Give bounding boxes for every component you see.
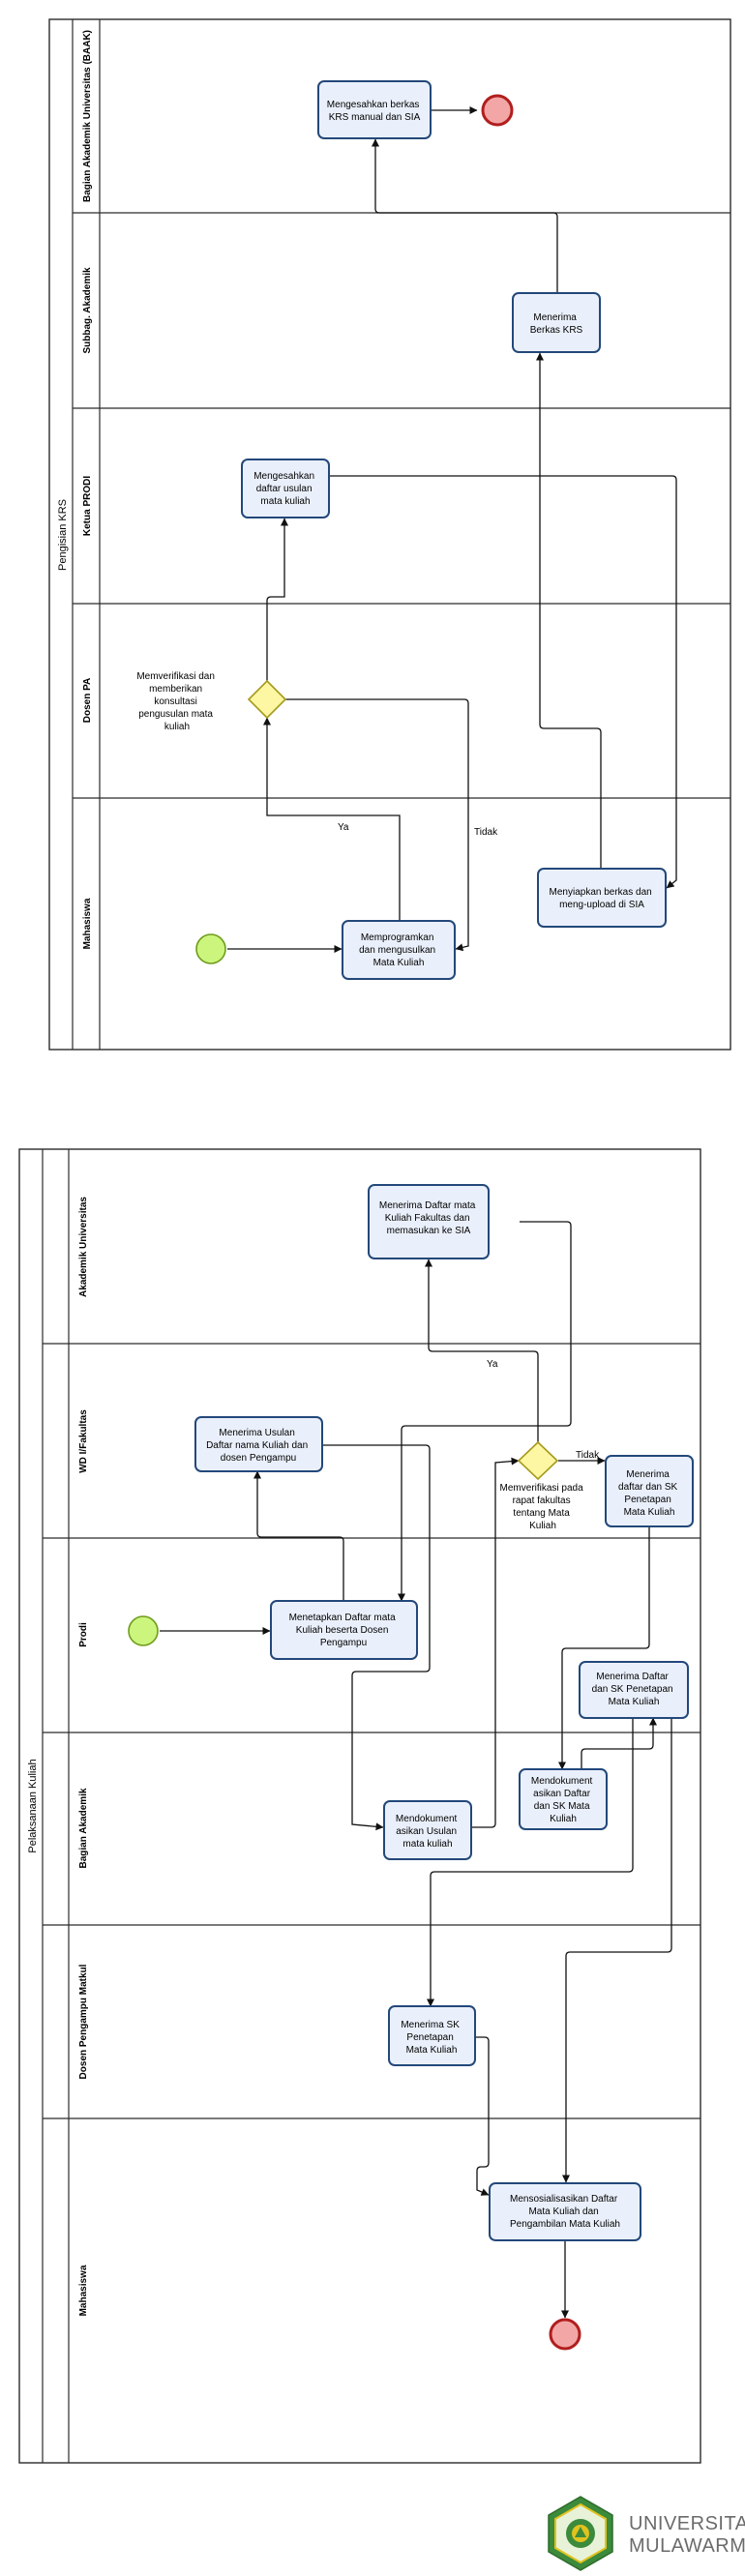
lane-label-mahasiswa: Mahasiswa: [82, 898, 93, 949]
end-event: [549, 2318, 581, 2351]
gateway-label: Memverifikasi pada rapat fakultas tentan…: [500, 1483, 586, 1531]
svg-text:Mendokument asikan Us: Mendokument asikan Usulan mata kuliah: [396, 1814, 460, 1850]
svg-text:Mendokument asikan Daf: Mendokument asikan Daftar dan SK Mata Ku…: [531, 1776, 595, 1824]
task-mengesahkan-berkas: Mengesahkan berkas KRS manual dan SIA: [317, 80, 432, 139]
lane-label-bagian-akademik: Bagian Akademik: [78, 1788, 89, 1868]
flow-menetapkan-to-wd: [253, 1470, 344, 1601]
flow-gateway-to-ketua-prodi: [266, 518, 288, 681]
gateway-label: Memverifikasi dan memberikan konsultasi …: [136, 671, 217, 732]
flow-dokumentasi-sk-to-prodi: [581, 1717, 657, 1769]
end-event: [481, 94, 514, 127]
flow-label-tidak: Tidak: [576, 1450, 600, 1461]
university-logo-icon: [548, 2496, 613, 2571]
task-menyiapkan-berkas: Menyiapkan berkas dan meng-upload di SIA: [537, 868, 667, 928]
task-memprogramkan: Memprogramkan dan mengusulkan Mata Kulia…: [342, 920, 456, 980]
svg-text:Menyiapkan berkas dan: Menyiapkan berkas dan meng-upload di SIA: [550, 887, 655, 910]
flow-memprogramkan-to-gateway: [263, 717, 401, 924]
wordmark-line-1: UNIVERSITAS: [629, 2513, 745, 2534]
university-wordmark: UNIVERSITAS MULAWARMAN: [629, 2513, 745, 2558]
flow-mahasiswa-to-subbag: [536, 352, 602, 869]
flow-label-ya: Ya: [338, 822, 349, 833]
lane-label-dosen-pengampu: Dosen Pengampu Matkul: [78, 1964, 89, 2079]
pool-title: Pelaksanaan Kuliah: [27, 1759, 39, 1852]
svg-text:Menerima Daftar dan SK: Menerima Daftar dan SK Penetapan Mata Ku…: [592, 1672, 676, 1707]
flow-wd-to-bagian-akademik: [322, 1444, 431, 1831]
task-mensosialisasikan: Mensosialisasikan Daftar Mata Kuliah dan…: [489, 2182, 641, 2241]
svg-text:Menerima Usulan Daftar: Menerima Usulan Daftar nama Kuliah dan d…: [206, 1428, 311, 1464]
task-mengesahkan-daftar-usulan: Mengesahkan daftar usulan mata kuliah: [241, 459, 330, 518]
flow-dosen-to-mahasiswa: [476, 2036, 490, 2196]
task-menetapkan-daftar-mk: Menetapkan Daftar mata Kuliah beserta Do…: [270, 1600, 418, 1660]
task-menerima-usulan-daftar: Menerima Usulan Daftar nama Kuliah dan d…: [194, 1416, 323, 1472]
gateway-verifikasi-rapat: [517, 1440, 559, 1481]
pool-title: Pengisian KRS: [57, 499, 69, 571]
diagram-pelaksanaan-kuliah: Pelaksanaan Kuliah Akademik Universitas …: [18, 1148, 701, 2464]
lane-label-ketua-prodi: Ketua PRODI: [82, 476, 93, 536]
task-menerima-daftar-sk-wd: Menerima daftar dan SK Penetapan Mata Ku…: [605, 1455, 694, 1527]
svg-text:Mengesahkan daftar usu: Mengesahkan daftar usulan mata kuliah: [253, 471, 317, 507]
task-mendokumentasikan-daftar-sk: Mendokument asikan Daftar dan SK Mata Ku…: [519, 1768, 608, 1830]
flow-akademik-univ-return: [398, 1221, 572, 1602]
flow-gateway-tidak: [284, 698, 469, 952]
svg-text:Mengesahkan berkas KRS: Mengesahkan berkas KRS manual dan SIA: [327, 100, 422, 123]
gateway-verifikasi: [247, 679, 287, 720]
lane-label-mahasiswa: Mahasiswa: [78, 2265, 89, 2316]
diagram-pengisian-krs: Pengisian KRS Bagian Akademik Universita…: [48, 18, 731, 1051]
svg-text:Memprogramkan dan meng: Memprogramkan dan mengusulkan Mata Kulia…: [359, 933, 438, 968]
flow-gateway-ya: [425, 1258, 539, 1442]
lane-label-prodi: Prodi: [78, 1622, 89, 1647]
task-menerima-berkas-krs: Menerima Berkas KRS: [512, 292, 601, 353]
flow-wd-to-dokumentasi-sk: [558, 1526, 650, 1770]
svg-text:Menerima SK Penetapan: Menerima SK Penetapan Mata Kuliah: [401, 2020, 462, 2056]
flow-prodi-to-dosen: [427, 1718, 634, 2007]
task-menerima-daftar-mk-fakultas: Menerima Daftar mata Kuliah Fakultas dan…: [368, 1184, 490, 1259]
flow-label-tidak: Tidak: [474, 827, 498, 838]
svg-text:Mensosialisasikan Daftar: Mensosialisasikan Daftar Mata Kuliah dan…: [510, 2194, 620, 2230]
lane-label-baak: Bagian Akademik Universitas (BAAK): [82, 30, 93, 202]
task-menerima-daftar-sk-prodi: Menerima Daftar dan SK Penetapan Mata Ku…: [579, 1661, 689, 1719]
start-event: [128, 1615, 159, 1646]
svg-text:Menerima Berkas KRS: Menerima Berkas KRS: [530, 312, 583, 336]
lane-label-dosen-pa: Dosen PA: [82, 678, 93, 724]
lane-label-akademik-universitas: Akademik Universitas: [78, 1197, 89, 1297]
wordmark-line-2: MULAWARMAN: [629, 2535, 745, 2557]
flow-dokumentasi-to-gateway: [472, 1457, 520, 1828]
lane-label-wd-fakultas: WD I/Fakultas: [78, 1409, 89, 1473]
svg-text:Menetapkan Daftar mata: Menetapkan Daftar mata Kuliah beserta Do…: [289, 1613, 399, 1648]
svg-text:Menerima Daftar mata K: Menerima Daftar mata Kuliah Fakultas dan…: [379, 1200, 478, 1236]
start-event: [195, 933, 226, 964]
flow-subbag-to-baak: [372, 138, 558, 293]
task-mendokumentasikan-usulan: Mendokument asikan Usulan mata kuliah: [383, 1800, 472, 1860]
lane-label-subbag-akademik: Subbag. Akademik: [82, 267, 93, 354]
flow-label-ya: Ya: [487, 1359, 498, 1370]
flow-ketua-prodi-to-mahasiswa: [330, 475, 677, 889]
flow-prodi-to-mahasiswa: [562, 1718, 672, 2183]
svg-text:Menerima daftar dan SK: Menerima daftar dan SK Penetapan Mata Ku…: [618, 1469, 680, 1518]
task-menerima-sk-penetapan: Menerima SK Penetapan Mata Kuliah: [388, 2005, 476, 2066]
